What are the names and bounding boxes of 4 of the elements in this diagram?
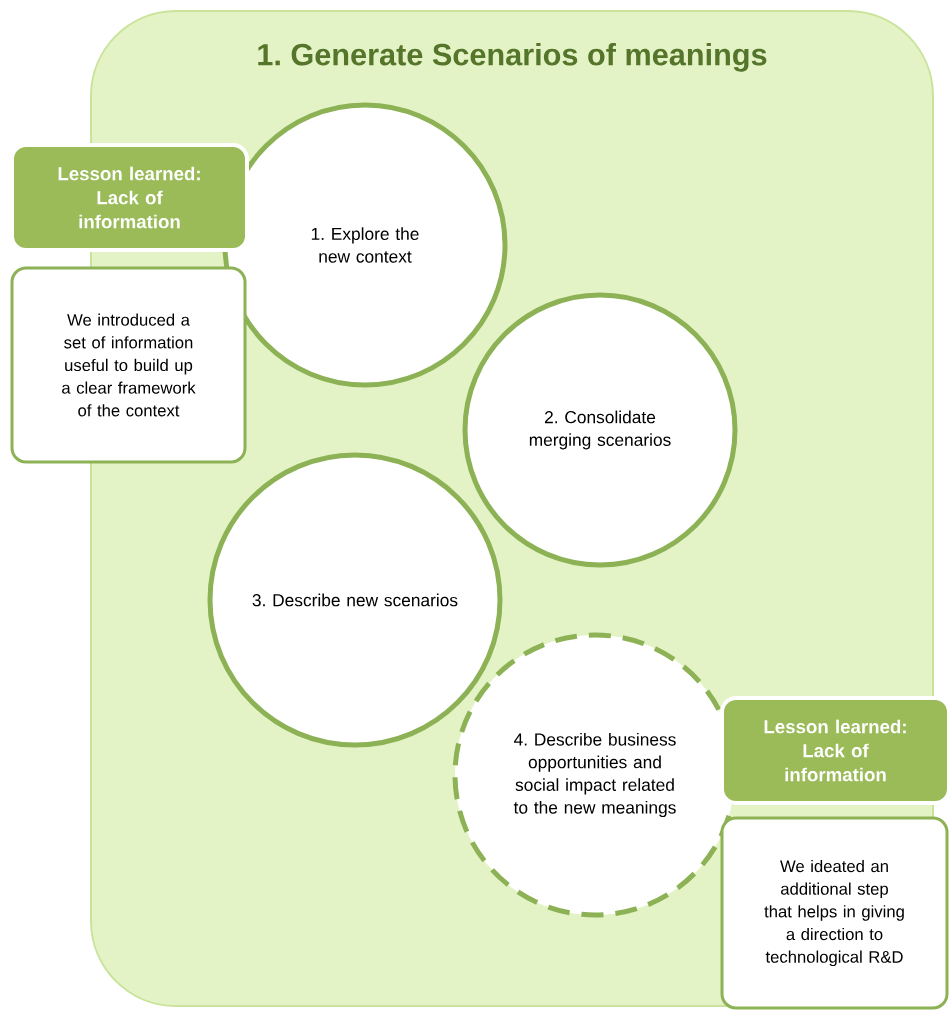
- lesson-box: Lesson learned: Lack of information: [720, 696, 949, 805]
- note-box: We introduced a set of information useful to build up a clear framework of the context: [10, 266, 247, 464]
- note-box: We ideated an additional step that helps in giving a direction to technological R&D: [720, 816, 949, 1010]
- lesson-box: Lesson learned: Lack of information: [10, 143, 249, 252]
